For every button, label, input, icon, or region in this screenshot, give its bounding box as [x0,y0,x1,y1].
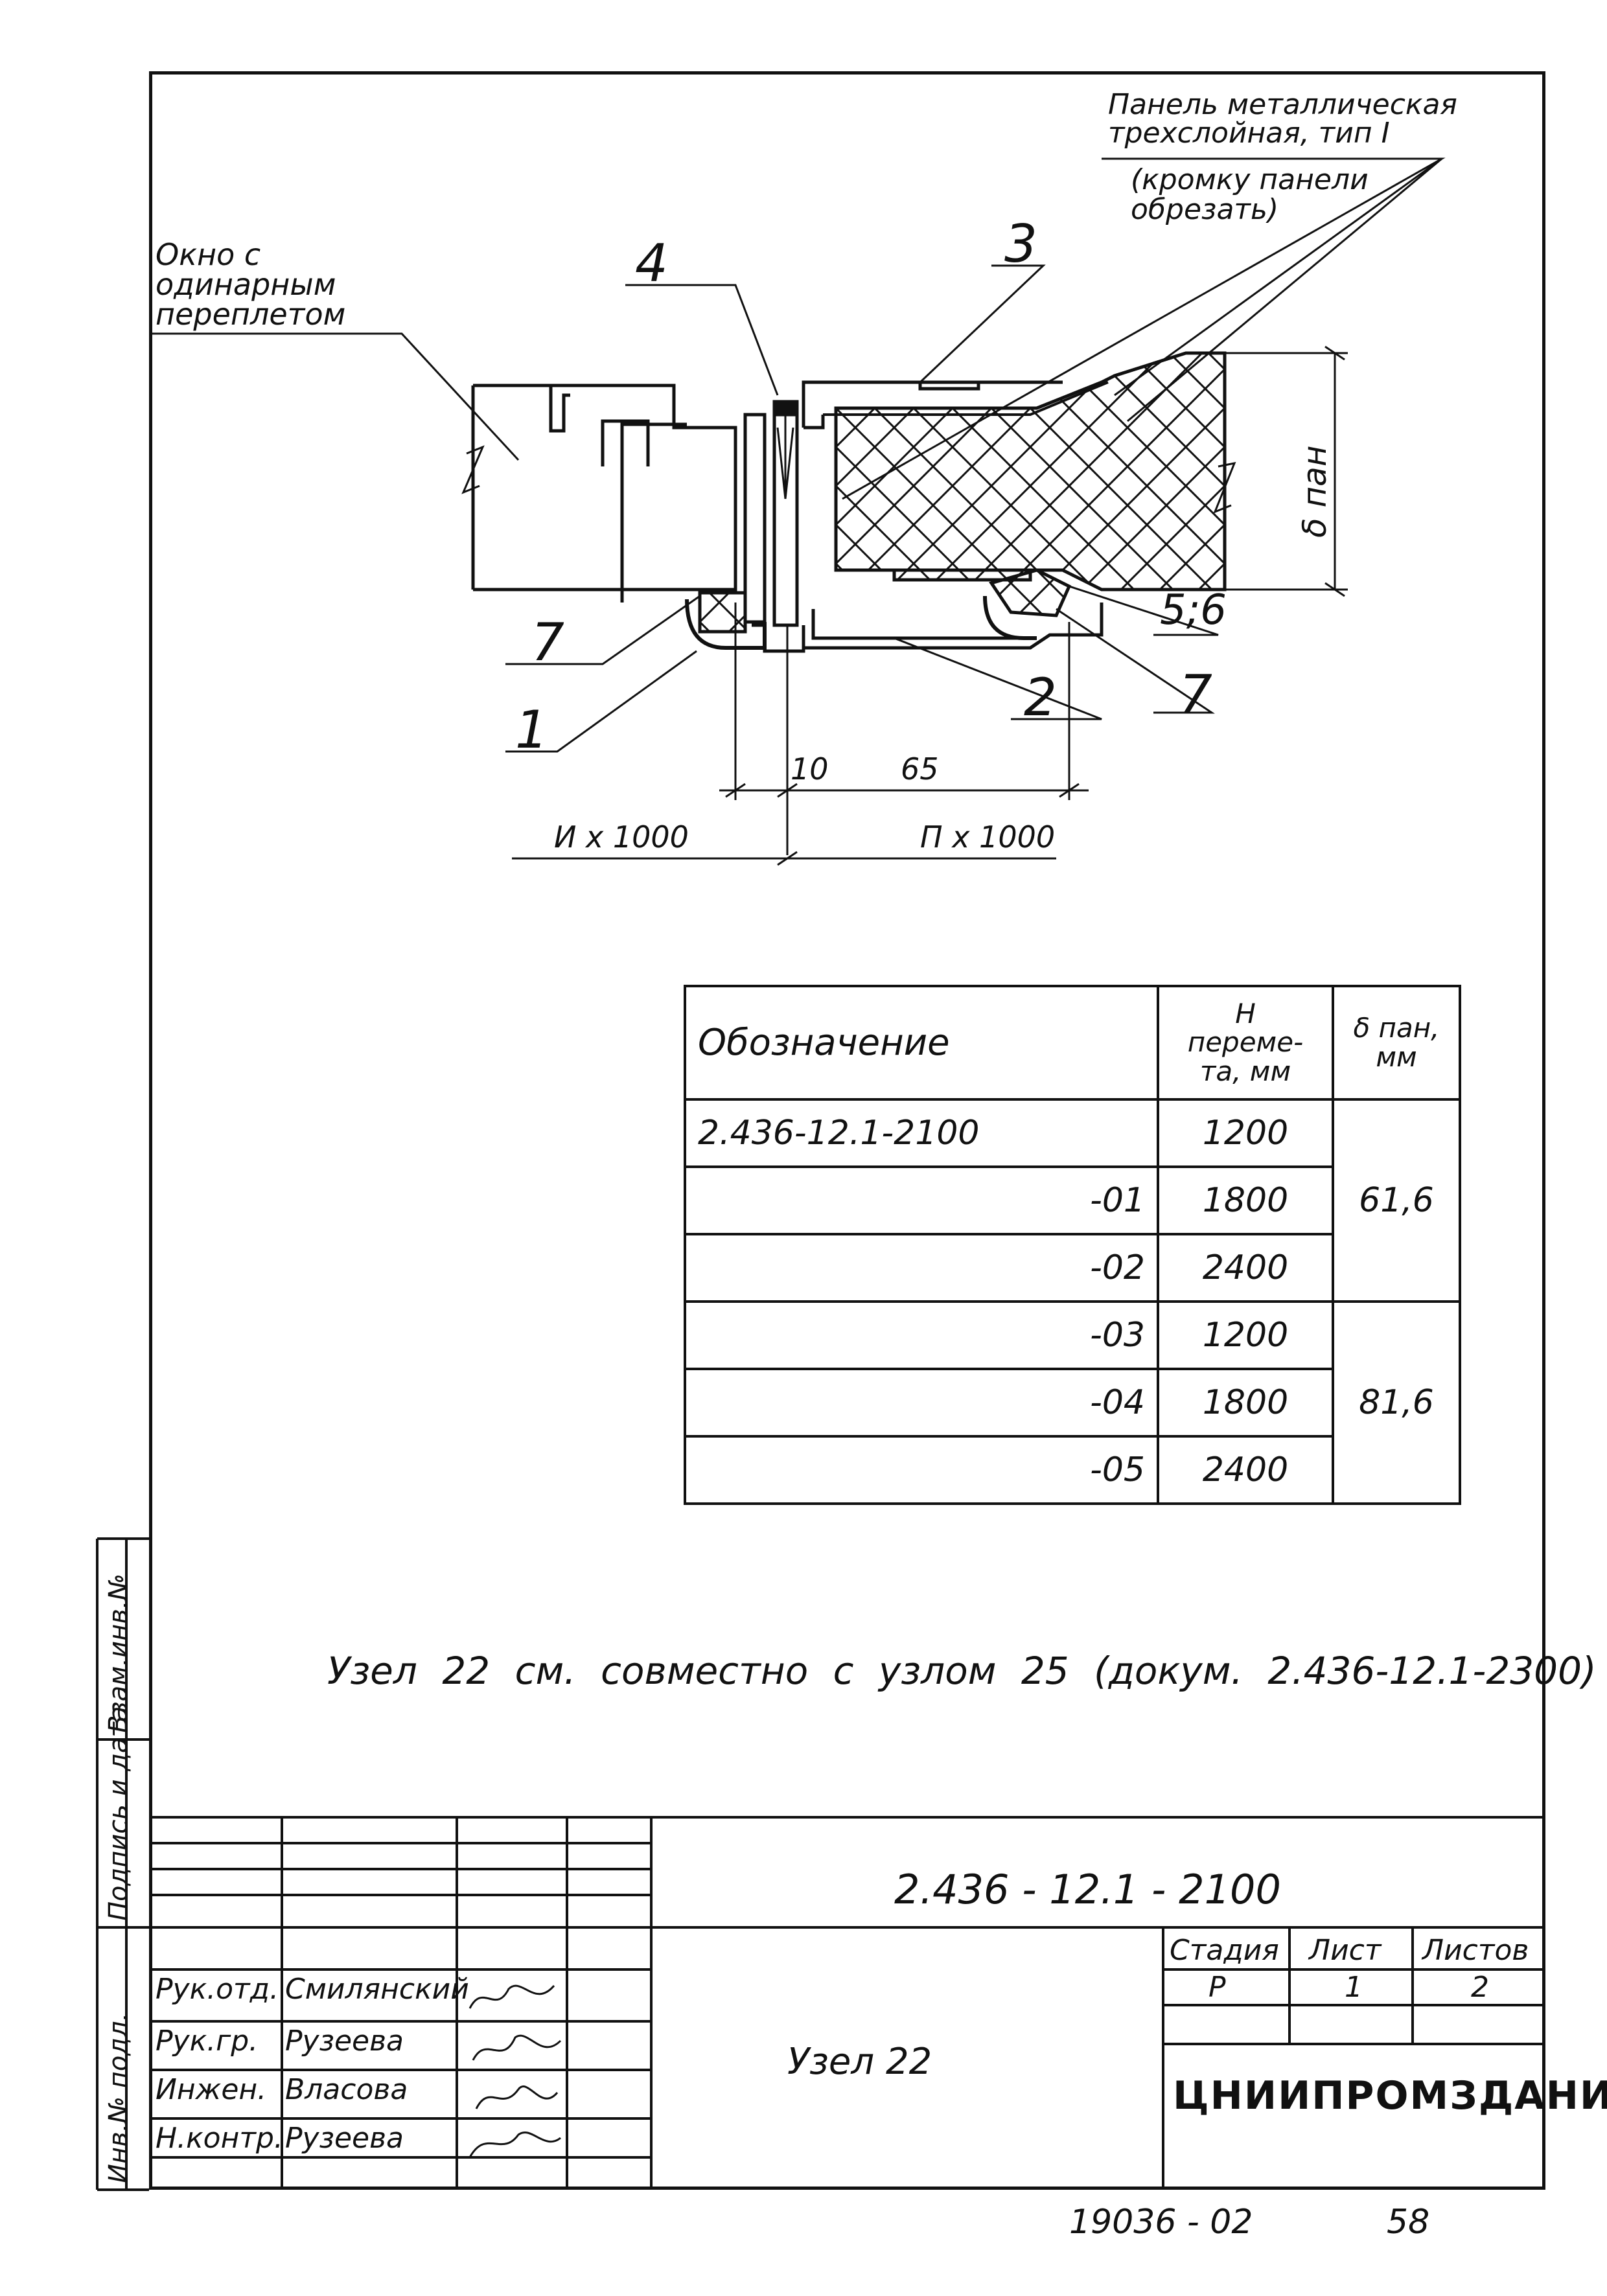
sheets-label: Листов [1422,1934,1529,1967]
row-designation: 2.436-12.1-2100 [684,1098,1159,1168]
callout-2: 2 [1024,667,1057,728]
callout-7-right: 7 [1179,664,1212,724]
callout-3: 3 [1004,214,1037,274]
organization: ЦНИИПРОМЗДАНИЙ [1173,2073,1607,2118]
header-height-line3: та, мм [1199,1055,1291,1087]
callout-7-left: 7 [531,612,564,672]
doc-code: 2.436 - 12.1 - 2100 [894,1866,1281,1913]
row-height: 1800 [1157,1165,1334,1235]
sheets-value: 2 [1471,1971,1489,2004]
stage-label: Стадия [1170,1934,1279,1967]
signer-name: Рузеева [285,2025,404,2058]
left-seal [700,593,745,632]
table-row: -04 1800 [684,1368,1460,1438]
window-label-line2: одинарным [156,267,336,302]
row-designation: -04 [684,1368,1159,1438]
axis-left: И x 1000 [554,820,689,855]
side-label-sign: Подпись и дата [104,1706,133,1921]
sheet-label: Лист [1309,1934,1382,1967]
panel-note: (кромку панели обрезать) [1131,165,1369,225]
dim-65: 65 [901,752,939,786]
header-height-line1: Н [1235,998,1256,1030]
panel-label-line1: Панель металлическая [1108,88,1457,121]
signatures [457,1969,573,2164]
header-height-line2: переме- [1187,1026,1304,1059]
panel-label: Панель металлическая трехслойная, тип I [1108,91,1457,148]
table-row: -01 1800 [684,1165,1460,1235]
window-label: Окно с одинарным переплетом [156,240,345,329]
header-designation: Обозначение [684,985,1159,1101]
table-row: -05 2400 [684,1435,1460,1505]
thickness-group-2: 81,6 [1332,1300,1461,1505]
signer-name: Смилянский [285,1973,469,2006]
signer-role: Рук.гр. [156,2025,259,2058]
row-height: 1800 [1157,1368,1334,1438]
header-thickness-line2: мм [1376,1040,1417,1073]
signer-name: Власова [285,2073,408,2106]
callout-1: 1 [515,700,548,760]
note-text: Узел 22 см. совместно с узлом 25 (докум.… [327,1649,1597,1693]
row-designation: -02 [684,1233,1159,1303]
side-label-replace: Взам.инв.№ [104,1573,133,1733]
signer-role: Инжен. [156,2073,267,2106]
row-designation: -03 [684,1300,1159,1370]
window-label-line3: переплетом [156,297,346,332]
thickness-group-1: 61,6 [1332,1098,1461,1303]
signer-role: Н.контр. [156,2122,283,2155]
stage-value: Р [1208,1971,1226,2004]
panel-note-line1: (кромку панели [1131,163,1369,196]
header-height: Н переме- та, мм [1157,985,1334,1101]
signer-name: Рузеева [285,2122,404,2155]
header-thickness-line1: δ пан, [1353,1012,1440,1044]
header-thickness: δ пан, мм [1332,985,1461,1101]
sheet-value: 1 [1345,1971,1363,2004]
row-designation: -01 [684,1165,1159,1235]
panel-note-line2: обрезать) [1131,193,1279,227]
row-height: 1200 [1157,1098,1334,1168]
dim-10: 10 [791,752,829,786]
window-label-line1: Окно с [156,237,261,272]
axis-right: П x 1000 [920,820,1056,855]
row-height: 2400 [1157,1435,1334,1505]
bracket-3 [804,382,1063,428]
window-profile [473,385,735,603]
row-height: 1200 [1157,1300,1334,1370]
spec-table: Обозначение Н переме- та, мм δ пан, мм 2… [684,985,1461,1505]
panel-label-line2: трехслойная, тип I [1108,117,1390,150]
table-row: -03 1200 81,6 [684,1300,1461,1505]
table-row: 2.436-12.1-2100 1200 61,6 [684,1098,1461,1303]
bracket-2 [804,603,1102,648]
footer-page: 58 [1387,2203,1430,2242]
row-designation: -05 [684,1435,1159,1505]
drawing-frame [149,71,1545,2190]
table-row: -02 2400 [684,1233,1460,1303]
signer-role: Рук.отд. [156,1973,279,2006]
footer-code: 19036 - 02 [1069,2203,1253,2242]
row-height: 2400 [1157,1233,1334,1303]
callout-5-6: 5;6 [1160,586,1227,634]
right-seal [991,570,1069,615]
side-label-inv: Инв.№ подл. [104,2012,133,2183]
drawing-name: Узел 22 [787,2041,932,2083]
callout-4: 4 [635,233,668,293]
